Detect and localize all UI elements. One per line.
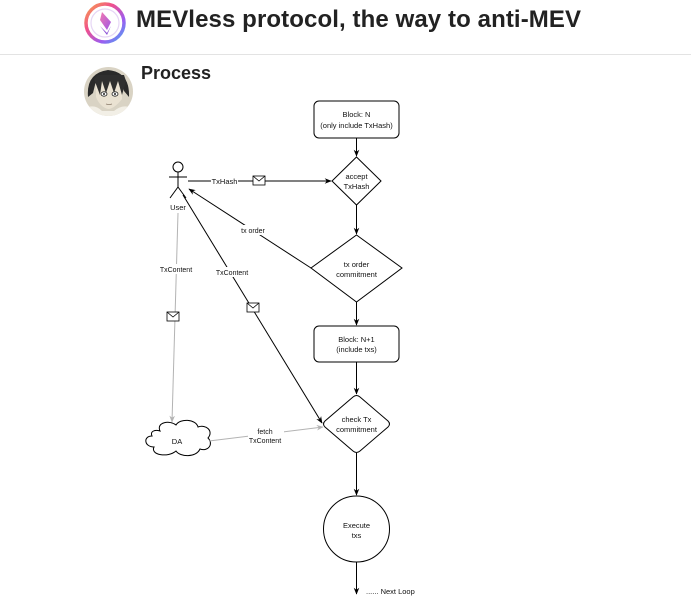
envelope-icon: [166, 311, 180, 322]
order-line2: commitment: [336, 270, 378, 279]
block-n-line2: (only include TxHash): [320, 121, 393, 130]
edge-txhash: TxHash: [188, 175, 332, 186]
block-n-node: Block: N (only include TxHash): [313, 100, 400, 139]
execute-line2: txs: [352, 531, 362, 540]
da-label: DA: [172, 437, 182, 446]
accept-line1: accept: [345, 172, 368, 181]
stick-figure-icon: [169, 161, 187, 199]
check-tx-commitment-node: check Tx commitment: [323, 395, 390, 453]
txhash-label: TxHash: [212, 177, 238, 186]
block-n-line1: Block: N: [343, 110, 371, 119]
accept-txhash-node: accept TxHash: [331, 156, 382, 206]
page-header: MEVless protocol, the way to anti-MEV: [0, 0, 691, 54]
envelope-icon: [252, 175, 266, 186]
user-avatar-anime-portrait: [84, 67, 133, 116]
page-title: MEVless protocol, the way to anti-MEV: [136, 6, 582, 33]
block-n1-line2: (include txs): [336, 345, 377, 354]
execute-txs-node: Execute txs: [323, 495, 390, 563]
post-title: Process: [141, 63, 212, 83]
check-line1: check Tx: [342, 415, 372, 424]
accept-line2: TxHash: [344, 182, 370, 191]
txcontent-da-label: TxContent: [160, 267, 192, 274]
da-cloud-node: DA: [145, 419, 211, 457]
tx-order-label: tx order: [241, 228, 265, 235]
envelope-icon: [246, 302, 260, 313]
check-line2: commitment: [336, 425, 378, 434]
edge-txcontent-da: TxContent: [159, 212, 194, 423]
fetch-label-line1: fetch: [257, 429, 272, 436]
txcontent-check-label: TxContent: [216, 270, 248, 277]
user-label: User: [170, 203, 186, 212]
next-loop-label: ...... Next Loop: [366, 587, 415, 596]
order-line1: tx order: [344, 260, 370, 269]
edge-fetch-txcontent: fetch TxContent: [208, 424, 324, 446]
block-n1-line1: Block: N+1: [338, 335, 374, 344]
tx-order-commitment-node: tx order commitment: [310, 234, 403, 303]
header-divider: [0, 54, 691, 55]
edge-tx-order: tx order: [188, 188, 312, 269]
block-n1-node: Block: N+1 (include txs): [313, 325, 400, 363]
user-actor: User: [169, 161, 187, 212]
ethereum-rainbow-logo-icon[interactable]: [84, 2, 126, 44]
fetch-label-line2: TxContent: [249, 438, 281, 445]
avatar[interactable]: [84, 67, 133, 116]
execute-line1: Execute: [343, 521, 370, 530]
edge-txcontent-check: TxContent: [182, 194, 323, 424]
